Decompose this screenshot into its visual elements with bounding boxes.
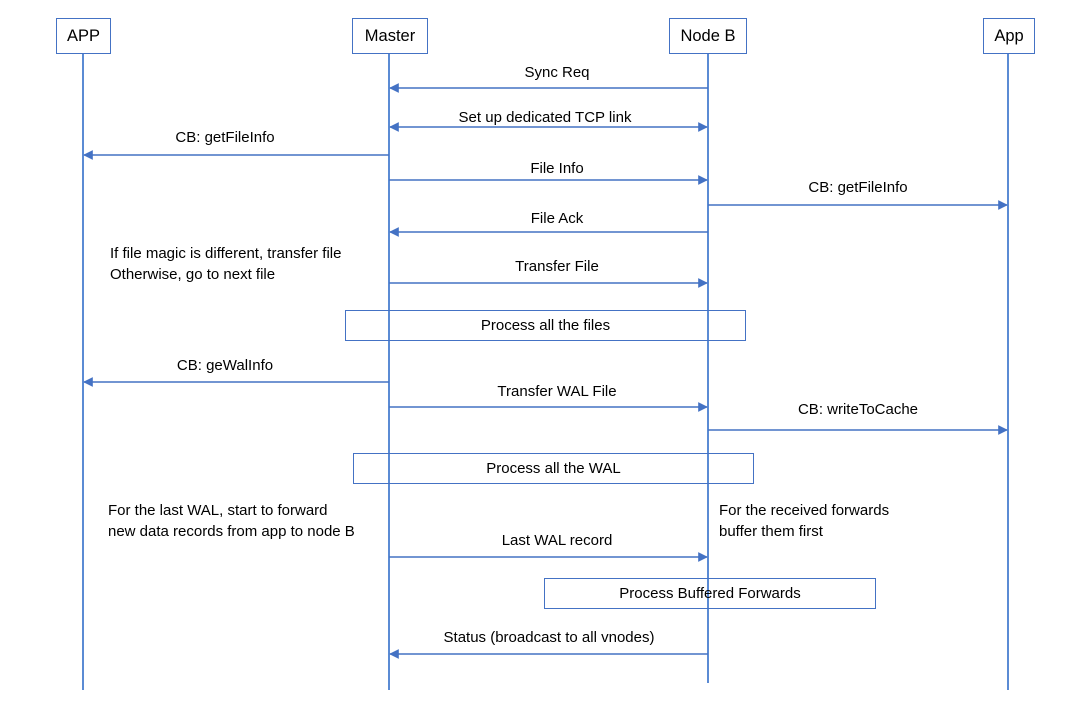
message-label-m10: CB: writeToCache (797, 401, 919, 418)
lifeline-header-label: APP (66, 26, 101, 45)
lifelines-group (82, 54, 1009, 690)
note-line: For the last WAL, start to forward (108, 502, 328, 519)
lifeline-header-node_b[interactable]: Node B (669, 18, 747, 54)
lifeline-header-master[interactable]: Master (352, 18, 428, 54)
lifeline-header-label: App (994, 26, 1024, 45)
lifeline-header-app_right[interactable]: App (983, 18, 1035, 54)
note-line: If file magic is different, transfer fil… (110, 245, 342, 262)
message-arrows-group (83, 83, 1008, 659)
note-line: new data records from app to node B (108, 523, 355, 541)
lifeline-header-label: Node B (680, 26, 736, 45)
activation-box-label: Process Buffered Forwards (619, 585, 801, 602)
message-label-m9: Transfer WAL File (497, 383, 617, 400)
activation-box-a1[interactable]: Process all the files (345, 310, 746, 341)
note-line: For the received forwards (719, 502, 890, 519)
message-label-m8: CB: geWalInfo (176, 357, 274, 374)
activation-box-label: Process all the files (480, 317, 611, 334)
message-label-m3: CB: getFileInfo (175, 129, 275, 146)
message-label-m11: Last WAL record (501, 532, 613, 549)
note-line: buffer them first (719, 523, 823, 541)
note-n2: For the last WAL, start to forward new da… (108, 500, 355, 543)
message-label-m12: Status (broadcast to all vnodes) (443, 629, 655, 646)
note-line: Otherwise, go to next file (110, 266, 276, 284)
message-label-m6: File Ack (530, 210, 584, 227)
message-label-m4: File Info (530, 160, 584, 177)
activation-box-a2[interactable]: Process all the WAL (353, 453, 754, 484)
note-n1: If file magic is different, transfer fil… (110, 243, 341, 286)
message-label-m7: Transfer File (515, 258, 599, 275)
lifeline-header-app_left[interactable]: APP (56, 18, 111, 54)
activation-box-label: Process all the WAL (486, 460, 621, 477)
activation-box-a3[interactable]: Process Buffered Forwards (544, 578, 876, 609)
lifeline-header-label: Master (364, 26, 416, 45)
message-label-m1: Sync Req (524, 64, 590, 81)
message-label-m2: Set up dedicated TCP link (458, 109, 632, 126)
note-n3: For the received forwards buffer them fir… (719, 500, 889, 543)
message-label-m5: CB: getFileInfo (808, 179, 908, 196)
